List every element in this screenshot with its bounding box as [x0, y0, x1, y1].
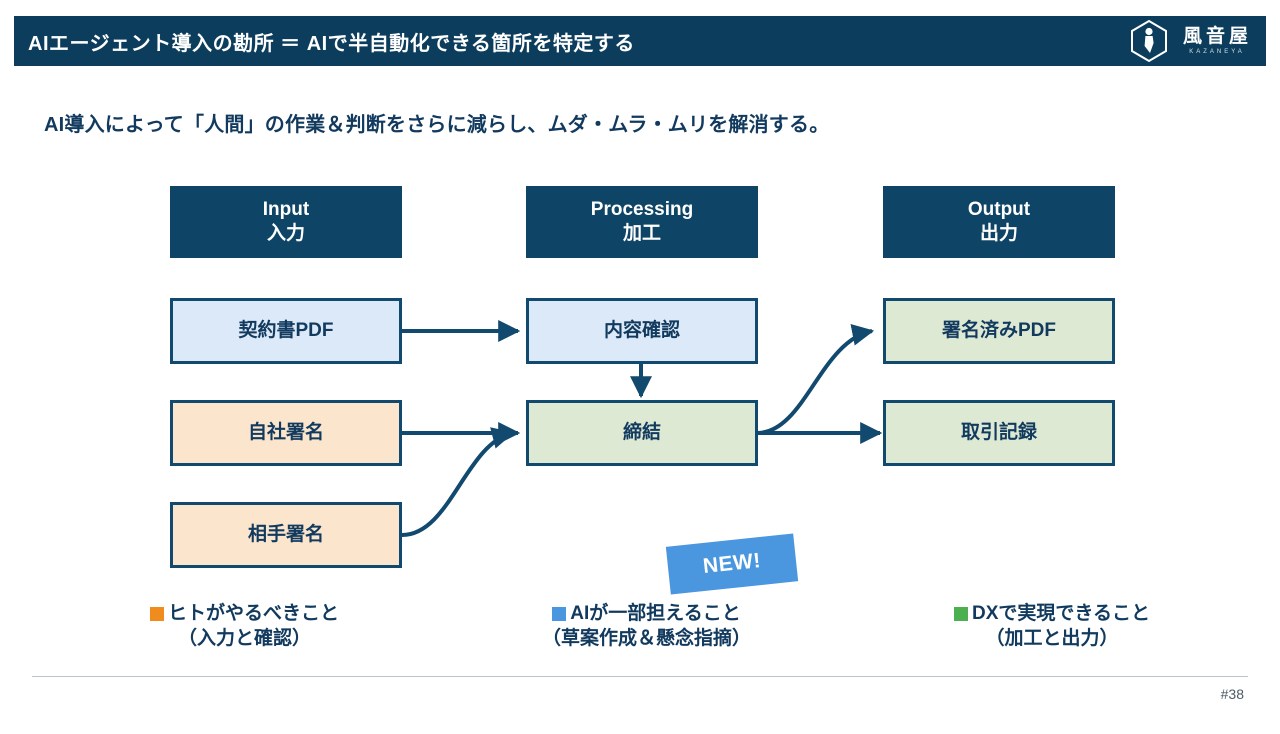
column-header-input: Input 入力 — [170, 186, 402, 258]
node-aite-shomei[interactable]: 相手署名 — [170, 502, 402, 568]
brand-name: 風音屋 — [1182, 26, 1252, 47]
legend-item-ai-line2: （草案作成＆懸念指摘） — [541, 627, 751, 649]
footer-divider — [32, 676, 1248, 677]
column-header-processing-en: Processing — [590, 199, 694, 221]
legend-swatch-ai-icon — [552, 607, 567, 622]
node-aite-shomei-label: 相手署名 — [247, 524, 324, 546]
subtitle: AI導入によって「人間」の作業＆判断をさらに減らし、ムダ・ムラ・ムリを解消する。 — [44, 114, 830, 136]
edge-teiketsu-to-shomeizumi — [756, 323, 875, 435]
edge-aite-to-teiketsu — [401, 427, 515, 537]
node-keiyakusho-pdf[interactable]: 契約書PDF — [170, 298, 402, 364]
node-shomeizumi-pdf-label: 署名済みPDF — [941, 320, 1056, 342]
page-number: #38 — [1220, 686, 1244, 702]
column-header-output-jp: 出力 — [979, 223, 1018, 244]
legend-item-human-line1: ヒトがやるべきこと — [150, 602, 339, 627]
column-header-output: Output 出力 — [883, 186, 1115, 258]
legend-item-human: ヒトがやるべきこと （入力と確認） — [150, 602, 339, 651]
kazaneya-hexagon-icon — [1130, 19, 1167, 63]
legend-item-dx-line1: DXで実現できること — [953, 602, 1150, 627]
node-shomeizumi-pdf[interactable]: 署名済みPDF — [883, 298, 1115, 364]
node-torihiki-kiroku[interactable]: 取引記録 — [883, 400, 1115, 466]
legend-item-human-text: ヒトがやるべきこと — [168, 603, 340, 624]
header-bar: AIエージェント導入の勘所 ＝ AIで半自動化できる箇所を特定する 風音屋 KA… — [14, 16, 1266, 66]
legend: ヒトがやるべきこと （入力と確認） AIが一部担えること （草案作成＆懸念指摘）… — [150, 602, 1150, 651]
legend-item-ai-line1: AIが一部担えること — [552, 602, 741, 627]
brand-logo-text: 風音屋 KAZANEYA — [1179, 27, 1252, 55]
legend-item-dx: DXで実現できること （加工と出力） — [953, 602, 1150, 651]
page-title: AIエージェント導入の勘所 ＝ AIで半自動化できる箇所を特定する — [28, 32, 635, 55]
legend-swatch-dx-icon — [953, 607, 968, 622]
legend-item-dx-text: DXで実現できること — [971, 603, 1150, 624]
brand-romaji: KAZANEYA — [1189, 49, 1245, 55]
brand-logo: 風音屋 KAZANEYA — [1129, 19, 1252, 63]
node-torihiki-kiroku-label: 取引記録 — [960, 422, 1037, 444]
new-badge: NEW! — [665, 533, 799, 595]
legend-item-ai-text: AIが一部担えること — [570, 603, 741, 624]
column-header-input-jp: 入力 — [266, 223, 305, 244]
column-header-processing: Processing 加工 — [526, 186, 758, 258]
node-jisha-shomei[interactable]: 自社署名 — [170, 400, 402, 466]
node-naiyo-kakunin-label: 内容確認 — [603, 320, 680, 342]
node-teiketsu[interactable]: 締結 — [526, 400, 758, 466]
legend-item-ai: AIが一部担えること （草案作成＆懸念指摘） — [542, 602, 751, 651]
node-jisha-shomei-label: 自社署名 — [247, 422, 324, 444]
node-naiyo-kakunin[interactable]: 内容確認 — [526, 298, 758, 364]
node-keiyakusho-pdf-label: 契約書PDF — [238, 320, 334, 342]
column-header-processing-jp: 加工 — [622, 223, 661, 244]
column-header-output-en: Output — [967, 199, 1031, 221]
legend-item-human-line2: （入力と確認） — [178, 627, 312, 649]
legend-item-dx-line2: （加工と出力） — [985, 627, 1119, 649]
node-teiketsu-label: 締結 — [622, 422, 661, 444]
column-header-input-en: Input — [262, 199, 310, 221]
legend-swatch-human-icon — [150, 607, 164, 622]
